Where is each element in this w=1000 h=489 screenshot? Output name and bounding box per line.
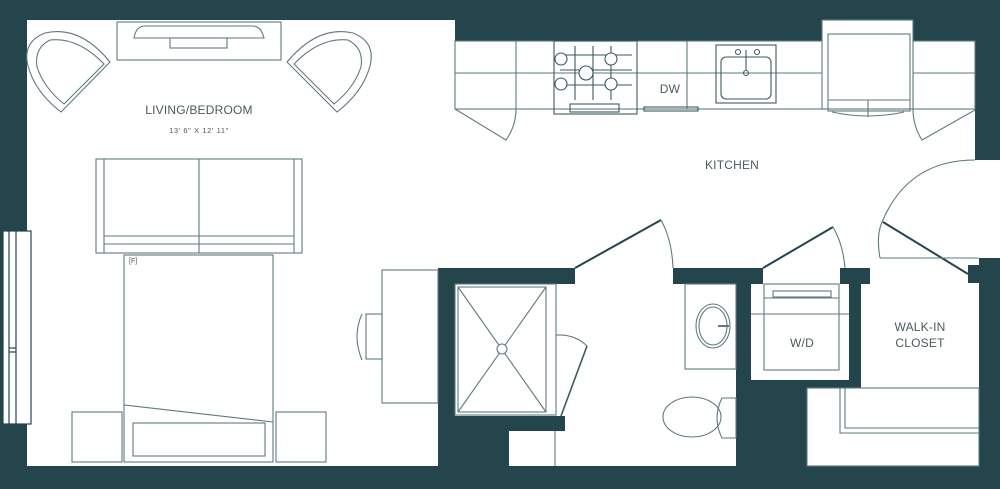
bed-marker: [F] bbox=[129, 258, 138, 265]
vanity bbox=[684, 283, 737, 370]
washer-dryer-label: W/D bbox=[790, 336, 814, 350]
nightstands bbox=[71, 411, 327, 463]
room-label-living: LIVING/BEDROOM bbox=[145, 103, 253, 117]
sofa bbox=[95, 158, 303, 254]
window bbox=[2, 230, 32, 425]
bed bbox=[123, 254, 274, 463]
dishwasher-label: DW bbox=[659, 82, 681, 96]
armchair-left bbox=[26, 31, 111, 113]
cabinet-door-left bbox=[454, 108, 517, 141]
shower bbox=[454, 283, 588, 417]
room-label-closet-line1: WALK-IN bbox=[894, 320, 946, 334]
sink bbox=[715, 44, 777, 104]
tv-console bbox=[116, 21, 282, 61]
closet-shelf bbox=[839, 388, 979, 434]
room-dimensions-living: 13' 6" X 12' 11" bbox=[169, 126, 229, 135]
washer-dryer bbox=[751, 283, 849, 371]
stove bbox=[553, 40, 638, 115]
toilet bbox=[662, 396, 737, 439]
entry-door bbox=[877, 159, 976, 259]
desk bbox=[356, 269, 439, 404]
cabinet-door-right bbox=[912, 108, 976, 141]
room-label-closet-line2: CLOSET bbox=[895, 336, 945, 350]
dishwasher bbox=[643, 106, 699, 112]
room-label-kitchen: KITCHEN bbox=[704, 158, 760, 172]
armchair-right bbox=[286, 31, 372, 113]
refrigerator bbox=[821, 19, 914, 117]
